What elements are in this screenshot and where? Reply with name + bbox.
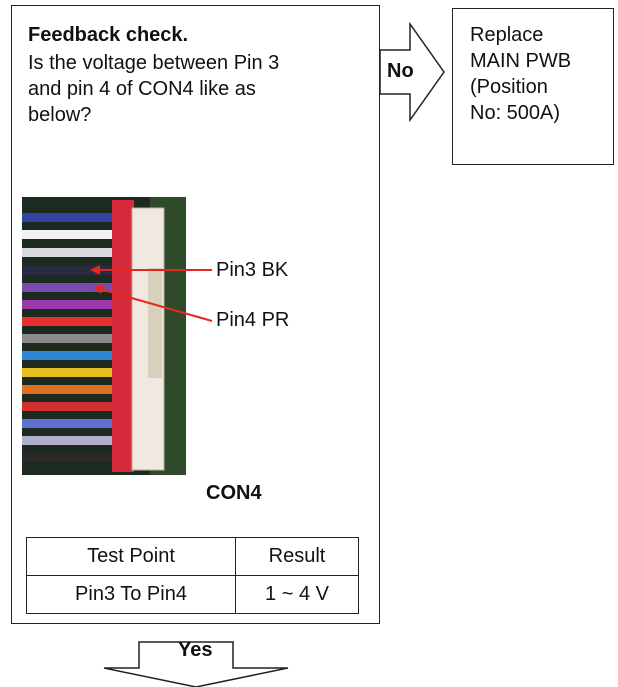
connector-label: CON4 (206, 482, 262, 505)
no-label: No (387, 60, 414, 83)
cell-test-point: Pin3 To Pin4 (27, 576, 236, 614)
test-table: Test Point Result Pin3 To Pin4 1 ~ 4 V (26, 537, 359, 614)
table-row: Pin3 To Pin4 1 ~ 4 V (27, 576, 359, 614)
header-result: Result (236, 538, 359, 576)
pin3-label: Pin3 BK (216, 259, 288, 282)
pin4-label: Pin4 PR (216, 309, 289, 332)
table-header-row: Test Point Result (27, 538, 359, 576)
connector-photo (22, 197, 186, 475)
cell-result: 1 ~ 4 V (236, 576, 359, 614)
header-test-point: Test Point (27, 538, 236, 576)
yes-label: Yes (178, 639, 212, 662)
